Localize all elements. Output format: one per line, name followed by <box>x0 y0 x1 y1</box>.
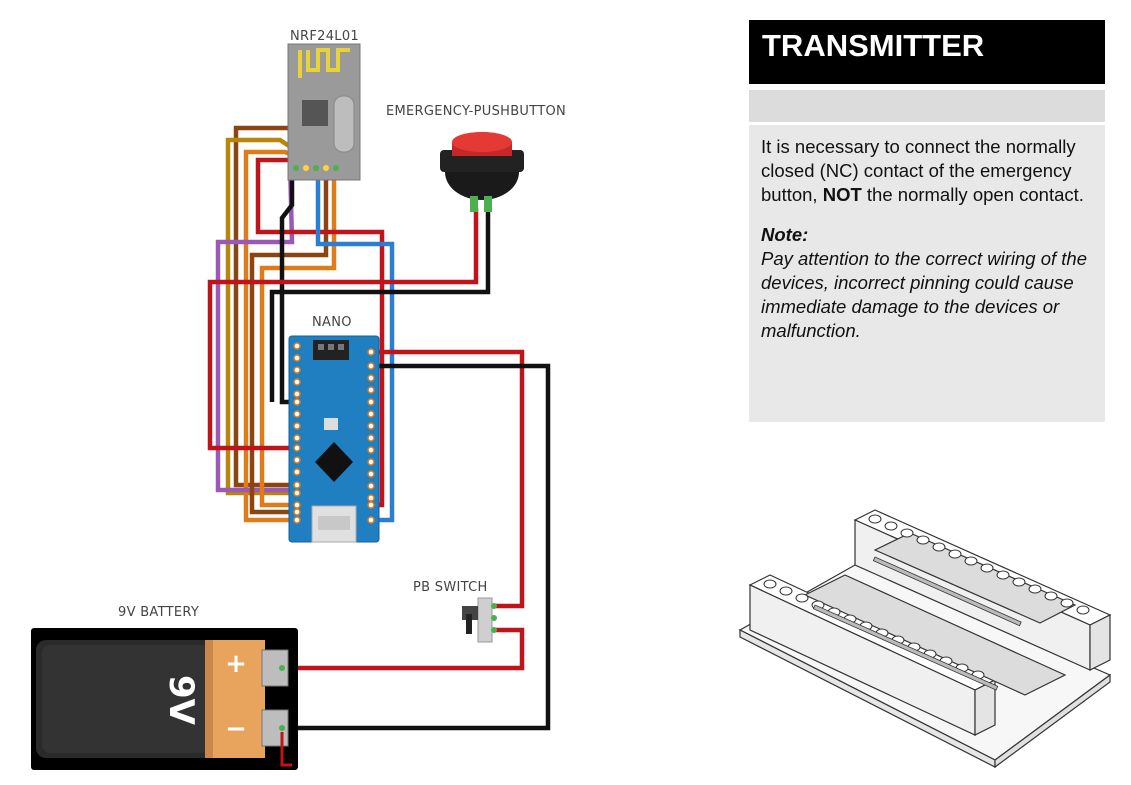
battery-label: 9V BATTERY <box>118 605 199 620</box>
pb-switch-label: PB SWITCH <box>413 580 488 595</box>
wiring-diagram: NRF24L01 EMERGENCY-PUSHBUTTON NANO <box>31 29 566 770</box>
wire-black-pushbutton <box>269 208 491 402</box>
wires <box>207 125 551 731</box>
pb-switch: PB SWITCH <box>413 580 497 643</box>
wire-black-gnd <box>290 363 551 731</box>
panel-body: It is necessary to connect the normally … <box>749 125 1105 422</box>
terminal-block-adapter <box>738 509 1112 769</box>
nrf-pins <box>293 165 339 171</box>
transmitter-panel: TRANSMITTER It is necessary to connect t… <box>749 20 1105 422</box>
wire-blue <box>315 172 395 523</box>
nrf24l01-module: NRF24L01 <box>287 29 361 181</box>
wire-red-vin <box>372 349 525 609</box>
battery-plus: + <box>225 649 247 679</box>
battery-minus: − <box>225 714 247 744</box>
nano-right-pins <box>367 348 375 524</box>
pushbutton-label: EMERGENCY-PUSHBUTTON <box>386 104 566 119</box>
wire-red-battery <box>290 627 525 671</box>
emergency-pushbutton: EMERGENCY-PUSHBUTTON <box>386 104 566 212</box>
note-heading: Note: <box>761 224 809 245</box>
wire-brown-2 <box>249 160 329 515</box>
para-emphasis: NOT <box>822 184 862 205</box>
arduino-nano: NANO <box>288 315 380 543</box>
battery-9v: 9V BATTERY + − 9V <box>31 605 298 770</box>
panel-title: TRANSMITTER <box>749 20 1105 84</box>
nc-contact-paragraph: It is necessary to connect the normally … <box>761 135 1093 207</box>
note-text: Pay attention to the correct wiring of t… <box>761 248 1087 341</box>
para-text-end: the normally open contact. <box>861 184 1084 205</box>
wire-black-nrf-gnd <box>279 172 298 405</box>
nano-left-pins <box>293 342 301 524</box>
battery-mark: 9V <box>161 675 201 726</box>
nano-label: NANO <box>312 315 352 330</box>
wire-red-pushbutton <box>207 208 479 451</box>
panel-band <box>749 90 1105 122</box>
para-text-start: It is necessary to connect the normally … <box>761 136 1076 205</box>
nrf-label: NRF24L01 <box>290 29 359 44</box>
